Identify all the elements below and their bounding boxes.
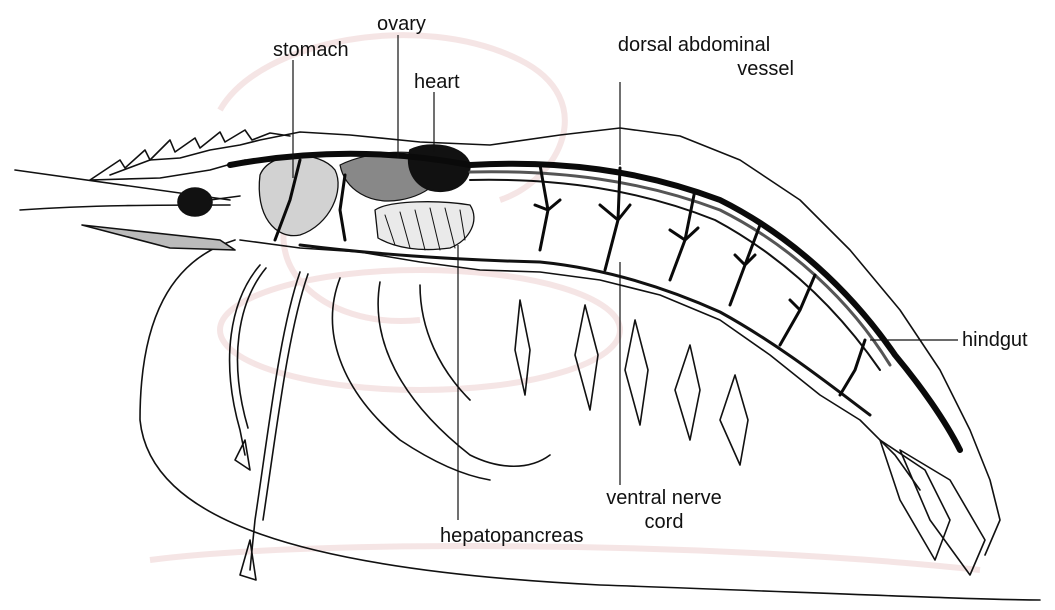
- leg-5: [420, 285, 470, 400]
- label-dorsal-line1: dorsal abdominal: [594, 33, 794, 57]
- label-dorsal-abdominal-vessel: dorsal abdominal vessel: [594, 33, 794, 81]
- label-ovary: ovary: [377, 12, 426, 36]
- label-hepatopancreas: hepatopancreas: [440, 524, 583, 548]
- label-stomach: stomach: [273, 38, 349, 62]
- hepatopancreas-organ: [375, 202, 474, 250]
- dorsal-vessel: [230, 154, 960, 450]
- label-ventral-line1: ventral nerve: [594, 486, 734, 510]
- label-heart: heart: [414, 70, 460, 94]
- leg-2: [250, 272, 300, 570]
- leg-4: [378, 282, 550, 466]
- body-dorsal-outline: [110, 128, 1000, 555]
- label-ventral-line2: cord: [594, 510, 734, 534]
- label-hindgut: hindgut: [962, 328, 1028, 352]
- label-ventral-nerve-cord: ventral nerve cord: [594, 486, 734, 534]
- label-dorsal-line2: vessel: [594, 57, 794, 81]
- leg-1: [230, 265, 260, 455]
- leg-3: [333, 278, 491, 480]
- tail-fan: [880, 440, 950, 560]
- eye: [178, 188, 212, 216]
- antenna-long: [140, 240, 1040, 600]
- hindgut-organ: [470, 180, 880, 370]
- pleopods: [515, 300, 748, 465]
